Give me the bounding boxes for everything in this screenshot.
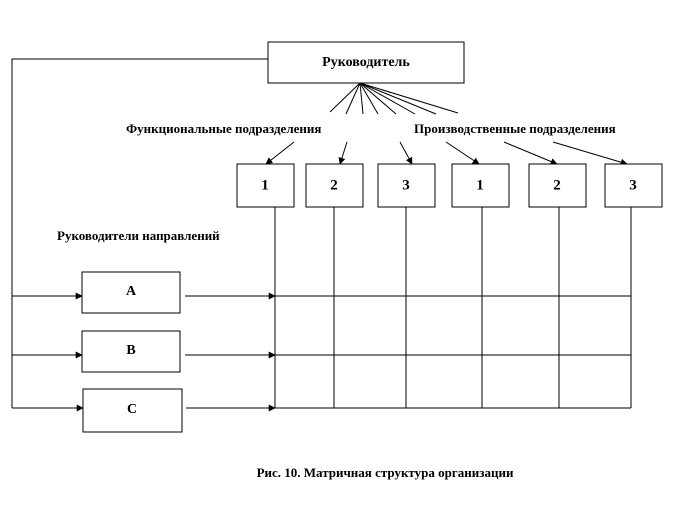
direction-label: C — [127, 402, 137, 417]
functional-units-label: Функциональные подразделения — [126, 121, 321, 136]
manager-to-directions-line — [11, 58, 268, 408]
unit-label: 3 — [629, 177, 637, 193]
manager-label: Руководитель — [322, 55, 410, 70]
direction-labels: A B C — [126, 284, 137, 417]
unit-box-production-1 — [451, 163, 510, 208]
unit-label: 3 — [402, 177, 410, 193]
direction-box-b — [81, 330, 181, 373]
direction-input-arrows — [12, 292, 84, 412]
matrix-grid — [274, 207, 632, 409]
production-units-label: Производственные подразделения — [414, 121, 616, 136]
direction-label: A — [126, 284, 137, 299]
unit-label: 2 — [330, 177, 338, 193]
directions-label: Руководители направлений — [57, 228, 220, 243]
unit-boxes — [236, 163, 663, 208]
direction-boxes — [81, 271, 183, 433]
direction-label: B — [126, 343, 135, 358]
manager-box — [267, 41, 465, 84]
direction-box-c — [82, 388, 183, 433]
manager-fanout — [329, 82, 459, 115]
figure-caption: Рис. 10. Матричная структура организации — [257, 465, 514, 480]
unit-box-production-3 — [604, 163, 663, 208]
unit-box-functional-1 — [236, 163, 295, 208]
unit-labels: 1 2 3 1 2 3 — [261, 177, 637, 193]
unit-label: 2 — [553, 177, 561, 193]
unit-box-production-2 — [528, 163, 587, 208]
direction-to-matrix-arrows — [185, 292, 276, 412]
direction-box-a — [81, 271, 181, 314]
unit-arrows — [265, 141, 628, 166]
unit-label: 1 — [476, 177, 484, 193]
unit-label: 1 — [261, 177, 269, 193]
unit-box-functional-2 — [305, 163, 364, 208]
